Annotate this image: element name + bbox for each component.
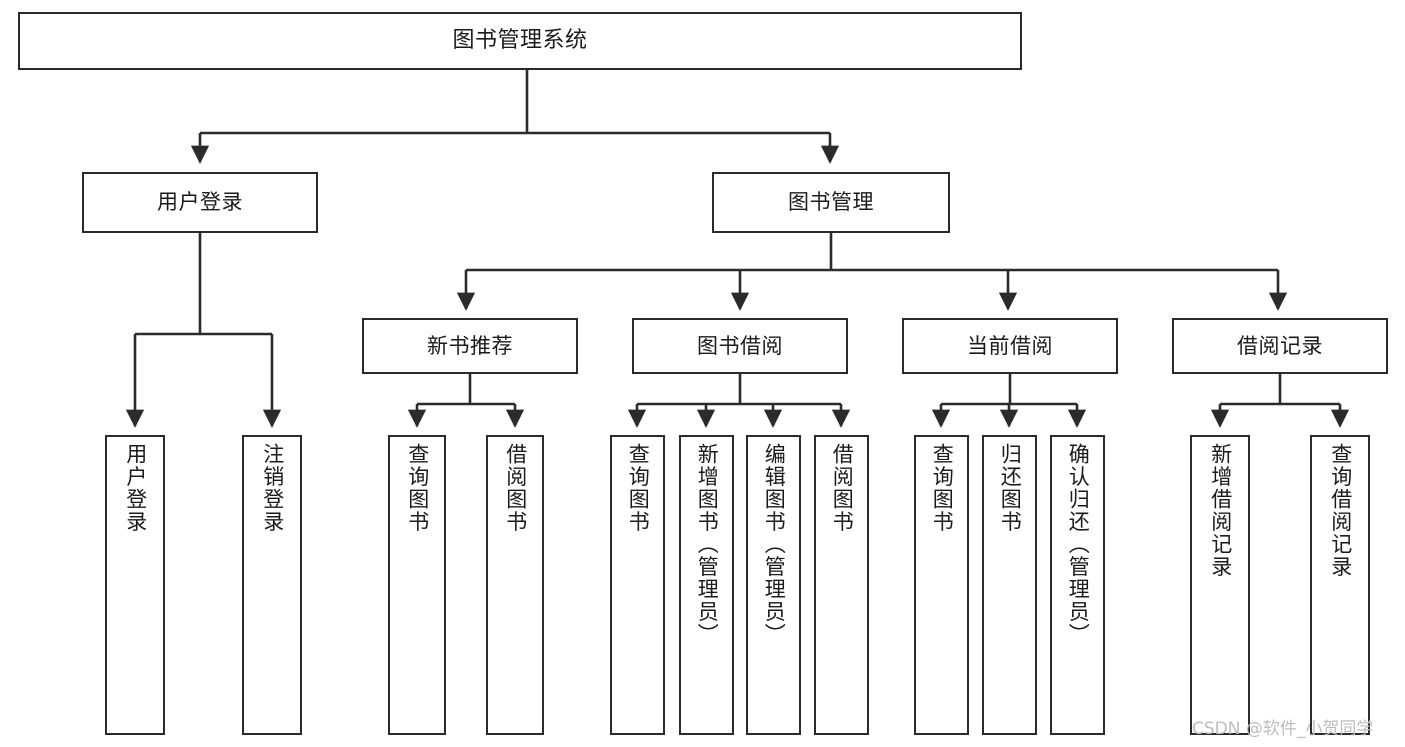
node-leaf-edit-book[interactable]: 编辑图书（管理员） (746, 435, 801, 735)
node-leaf-user-login[interactable]: 用户登录 (105, 435, 165, 735)
node-label-leaf-edit-book: 编辑图书（管理员） (762, 443, 787, 646)
node-label-leaf-query-book-2: 查询图书 (626, 443, 651, 533)
node-book-borrow[interactable]: 图书借阅 (632, 318, 848, 374)
node-user-login[interactable]: 用户登录 (82, 172, 318, 233)
watermark-text: CSDN @软件_小贺同学 (1192, 719, 1374, 739)
node-leaf-add-book[interactable]: 新增图书（管理员） (679, 435, 734, 735)
node-label-root: 图书管理系统 (452, 28, 588, 54)
node-leaf-add-record[interactable]: 新增借阅记录 (1190, 435, 1250, 735)
node-label-leaf-borrow-book-1: 借阅图书 (503, 443, 528, 533)
node-current-borrow[interactable]: 当前借阅 (902, 318, 1118, 374)
node-label-leaf-query-book-1: 查询图书 (405, 443, 430, 533)
node-label-leaf-query-record: 查询借阅记录 (1328, 443, 1353, 578)
node-label-leaf-confirm-return: 确认归还（管理员） (1066, 443, 1091, 646)
node-label-leaf-query-book-3: 查询图书 (930, 443, 955, 533)
node-leaf-confirm-return[interactable]: 确认归还（管理员） (1050, 435, 1105, 735)
node-leaf-borrow-book-1[interactable]: 借阅图书 (486, 435, 544, 735)
node-borrow-record[interactable]: 借阅记录 (1172, 318, 1388, 374)
node-new-book-rec[interactable]: 新书推荐 (362, 318, 578, 374)
node-label-new-book-rec: 新书推荐 (427, 333, 513, 358)
node-label-book-manage: 图书管理 (788, 190, 874, 215)
node-leaf-query-record[interactable]: 查询借阅记录 (1310, 435, 1370, 735)
node-leaf-logout[interactable]: 注销登录 (242, 435, 302, 735)
node-label-leaf-borrow-book-2: 借阅图书 (830, 443, 855, 533)
node-leaf-query-book-3[interactable]: 查询图书 (914, 435, 969, 735)
node-label-leaf-user-login: 用户登录 (123, 443, 148, 533)
node-book-manage[interactable]: 图书管理 (712, 172, 950, 233)
node-leaf-borrow-book-2[interactable]: 借阅图书 (814, 435, 869, 735)
node-label-leaf-add-record: 新增借阅记录 (1208, 443, 1233, 578)
node-label-user-login: 用户登录 (157, 190, 243, 215)
node-leaf-query-book-1[interactable]: 查询图书 (388, 435, 446, 735)
node-label-leaf-logout: 注销登录 (260, 443, 285, 533)
node-label-book-borrow: 图书借阅 (697, 333, 783, 358)
node-root-system[interactable]: 图书管理系统 (18, 12, 1022, 70)
node-leaf-query-book-2[interactable]: 查询图书 (610, 435, 665, 735)
node-label-current-borrow: 当前借阅 (967, 333, 1053, 358)
node-leaf-return-book[interactable]: 归还图书 (982, 435, 1037, 735)
node-label-borrow-record: 借阅记录 (1237, 333, 1323, 358)
node-label-leaf-add-book: 新增图书（管理员） (695, 443, 720, 646)
node-label-leaf-return-book: 归还图书 (998, 443, 1023, 533)
